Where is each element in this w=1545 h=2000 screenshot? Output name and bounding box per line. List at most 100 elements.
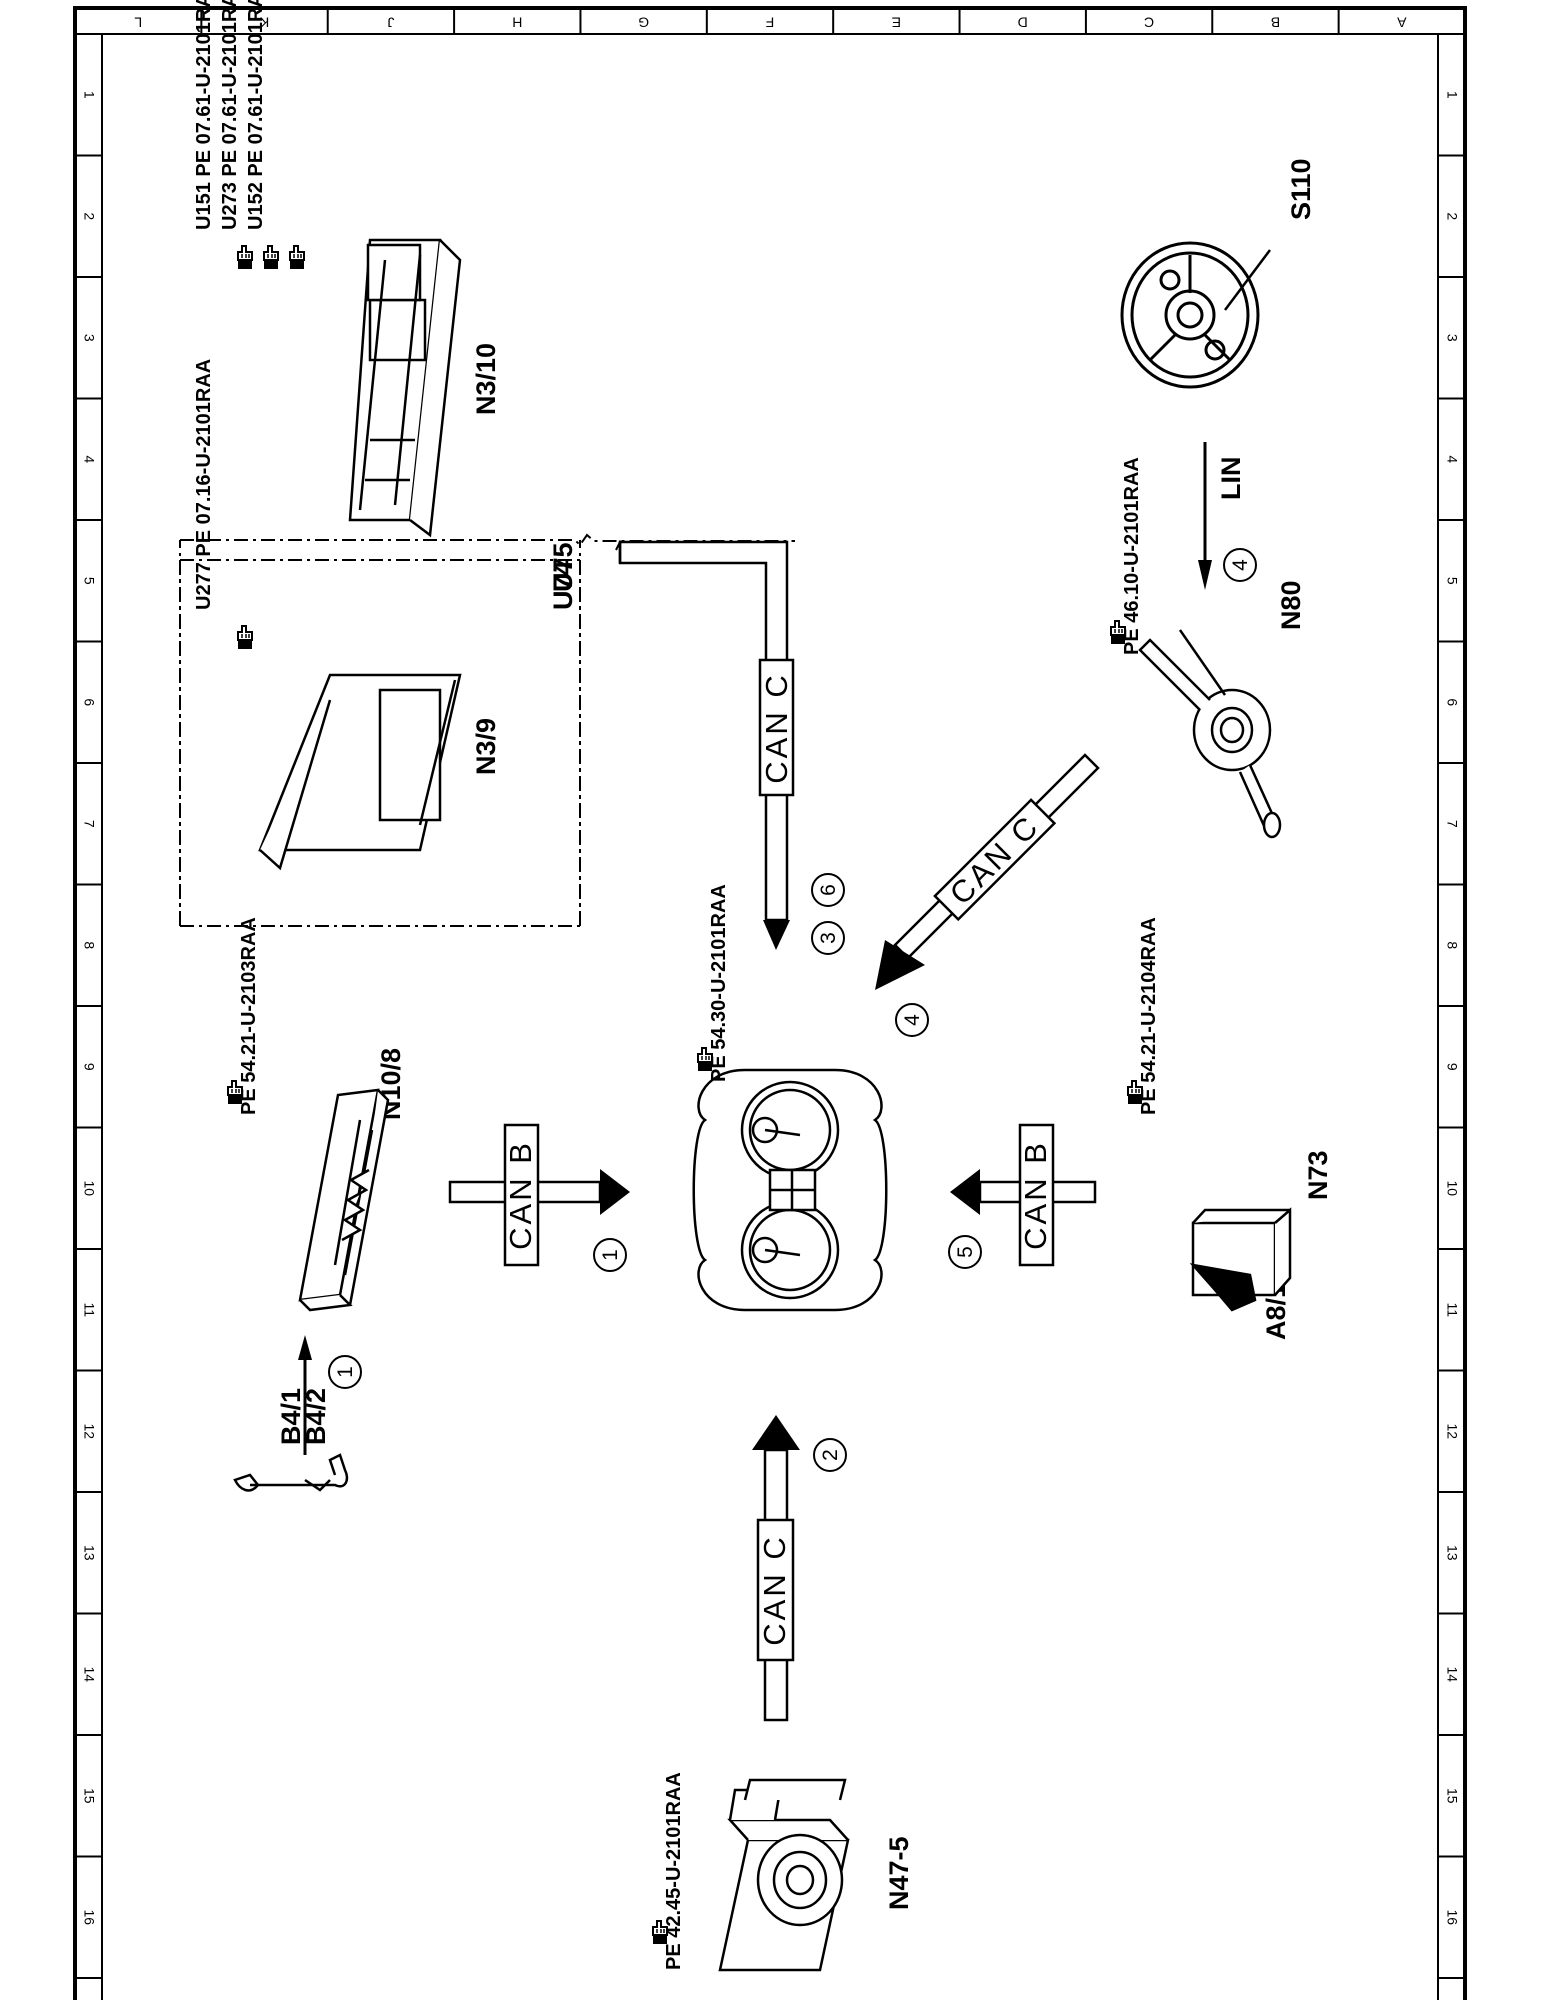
grid-row-label: 8 <box>1444 941 1460 949</box>
b4-step: 1 <box>334 1366 357 1378</box>
grid-row-label: 13 <box>1444 1545 1460 1561</box>
can-c-top-step-b: 3 <box>817 932 840 944</box>
u75-ref-1: U151 PE 07.61-U-2101RAA <box>193 0 215 230</box>
grid-row-label: 2 <box>81 212 97 220</box>
drawing-frame <box>73 6 1467 2000</box>
a1-ref: PE 54.30-U-2101RAA <box>708 884 730 1082</box>
grid-row-label: 4 <box>1444 455 1460 463</box>
n3-10-label: N3/10 <box>471 343 501 415</box>
u75-group: U75 N3/10 U151 PE 07.61-U-2101RAA U273 P… <box>179 0 795 927</box>
grid-row-label: 6 <box>81 698 97 706</box>
light-switch-icon <box>1189 1207 1292 1312</box>
n47-5-label: N47-5 <box>884 1836 914 1910</box>
can-b-right-connection: CAN B 5 <box>948 1123 1097 1269</box>
grid-row-label: 1 <box>81 91 97 99</box>
can-c-top-step-a: 6 <box>817 884 840 896</box>
s110-component: S110 <box>1120 158 1316 389</box>
grid-column-label: G <box>638 14 649 30</box>
n73-component: N73 A8/1 PE 54.21-U-2104RAA <box>1127 917 1333 1340</box>
grid-row-label: 14 <box>1444 1666 1460 1682</box>
grid-column-label: J <box>387 14 394 30</box>
n3-9-label: N3/9 <box>471 718 501 775</box>
grid-column-label: F <box>766 14 775 30</box>
u75-title: U75 <box>548 542 578 592</box>
can-c-top-connection: CAN C 6 3 <box>615 539 845 955</box>
grid-row-label: 11 <box>1444 1302 1460 1317</box>
n73-ref: PE 54.21-U-2104RAA <box>1138 917 1160 1115</box>
can-c-bottom-label: CAN C <box>757 1534 792 1645</box>
can-b-right-label: CAN B <box>1018 1140 1053 1250</box>
u74-ref-1: U277 PE 07.16-U-2101RAA <box>193 359 215 610</box>
n80-component: N80 PE 46.10-U-2101RAA <box>1110 457 1306 839</box>
grid-column-label: L <box>134 14 142 30</box>
grid-row-label: 13 <box>81 1545 97 1561</box>
grid-row-label: 10 <box>1444 1180 1460 1196</box>
a1-component: A1 PE 54.30-U-2101RAA <box>692 884 888 1312</box>
n10-8-component: N10/8 PE 54.21-U-2103RAA <box>227 917 406 1312</box>
can-c-top-label: CAN C <box>759 672 794 783</box>
u75-refs: U151 PE 07.61-U-2101RAA U273 PE 07.61-U-… <box>193 0 305 270</box>
grid-row-label: 15 <box>1444 1788 1460 1804</box>
sam-module-icon <box>298 1088 390 1312</box>
steering-wheel-icon <box>1120 241 1260 389</box>
b4-component: B4/1 B4/2 1 <box>233 1335 362 1492</box>
grid-row-label: 9 <box>1444 1063 1460 1071</box>
combination-switch-icon <box>1138 629 1282 839</box>
grid-row-label: 6 <box>1444 698 1460 706</box>
u74-refs: U277 PE 07.16-U-2101RAA <box>193 359 253 650</box>
grid-row-label: 12 <box>81 1423 97 1439</box>
s110-label: S110 <box>1286 158 1316 220</box>
grid-row-label: 5 <box>1444 577 1460 585</box>
can-c-diag-step: 4 <box>901 1014 924 1026</box>
grid-row-label: 1 <box>1444 91 1460 99</box>
lin-connection: LIN 4 <box>1198 442 1257 590</box>
grid-row-label: 4 <box>81 455 97 463</box>
u75-ref-3: U152 PE 07.61-U-2101RAE <box>245 0 267 230</box>
grid-column-label: K <box>259 14 269 30</box>
grid-row-label: 14 <box>81 1666 97 1682</box>
grid-row-label: 7 <box>81 820 97 828</box>
grid-column-label: C <box>1144 14 1154 30</box>
can-c-bottom-connection: CAN C 2 <box>752 1415 847 1722</box>
grid-row-label: 10 <box>81 1180 97 1196</box>
grid-column-label: B <box>1271 14 1280 30</box>
ecu-icon <box>348 238 462 538</box>
fuel-level-sensor-icon <box>233 1453 349 1492</box>
grid-row-label: 8 <box>81 941 97 949</box>
grid-row-label: 2 <box>1444 212 1460 220</box>
u74-group: U74 N3/9 U277 PE 07.16-U-2101RAA <box>179 359 581 927</box>
grid-column-label: E <box>892 14 901 30</box>
lin-step: 4 <box>1229 559 1252 571</box>
n73-label: N73 <box>1303 1150 1333 1200</box>
esp-unit-icon <box>718 1778 850 1972</box>
can-c-diag-connection: CAN C 4 <box>875 753 1100 1037</box>
ecu-icon <box>258 673 462 871</box>
grid-column-label: A <box>1396 14 1406 30</box>
can-c-bottom-step: 2 <box>819 1449 842 1461</box>
grid-row-label: 3 <box>1444 334 1460 342</box>
can-b-left-step: 1 <box>599 1249 622 1261</box>
can-b-right-step: 5 <box>954 1246 977 1258</box>
grid-column-label: D <box>1018 14 1028 30</box>
n47-5-component: N47-5 PE 42.45-U-2101RAA <box>652 1772 914 1972</box>
n10-8-ref: PE 54.21-U-2103RAA <box>238 917 260 1115</box>
can-b-left-label: CAN B <box>503 1140 538 1250</box>
n47-5-ref: PE 42.45-U-2101RAA <box>663 1772 685 1970</box>
n80-ref: PE 46.10-U-2101RAA <box>1121 457 1143 655</box>
n80-label: N80 <box>1276 580 1306 630</box>
u74-title: U74 <box>548 560 578 610</box>
can-b-left-connection: CAN B 1 <box>448 1123 630 1272</box>
grid-row-label: 12 <box>1444 1423 1460 1439</box>
grid-row-label: 7 <box>1444 820 1460 828</box>
grid-row-label: 3 <box>81 334 97 342</box>
grid-row-label: 5 <box>81 577 97 585</box>
lin-label: LIN <box>1216 457 1246 501</box>
grid-row-label: 15 <box>81 1788 97 1804</box>
grid-row-label: 16 <box>1444 1909 1460 1925</box>
grid-row-label: 9 <box>81 1063 97 1071</box>
grid-row-label: 11 <box>81 1302 97 1317</box>
instrument-cluster-icon <box>692 1068 888 1312</box>
grid-column-label: H <box>512 14 522 30</box>
